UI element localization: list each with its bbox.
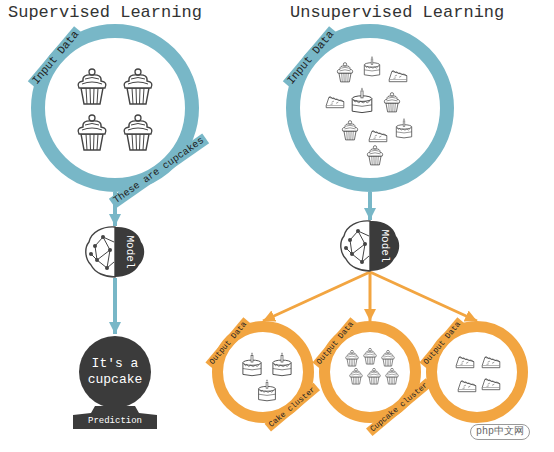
brain-shape <box>338 220 402 272</box>
cake-icon <box>352 87 372 112</box>
brain-shape <box>83 226 147 278</box>
watermark: php中文网 <box>470 424 530 440</box>
model-icon: Model <box>83 226 147 278</box>
cupcake-icon <box>337 63 352 82</box>
model-icon: Model <box>338 220 402 272</box>
cake-icon <box>396 118 411 138</box>
network-dot <box>95 258 99 262</box>
ring-label: Input Data <box>28 26 84 90</box>
section-title: Supervised Learning <box>8 3 202 23</box>
flow-arrow <box>263 272 370 321</box>
pie-icon <box>482 379 500 390</box>
cake-icon <box>243 352 261 375</box>
cluster-label: Cupcake cluster <box>366 378 432 435</box>
ball-base <box>73 406 157 429</box>
network-dot <box>363 242 367 246</box>
ring-label: Output Data <box>419 317 464 368</box>
network-dot <box>89 252 93 256</box>
crystal-ball <box>79 336 151 408</box>
input-ring: Input DataThese are cupcakes <box>31 24 199 192</box>
cupcake-cluster-icons <box>346 348 399 384</box>
cake-icon <box>273 352 291 375</box>
prediction-base-label: Prediction <box>88 416 142 427</box>
ring-caption: These are cupcakes <box>109 133 209 208</box>
flow-arrow <box>368 192 372 220</box>
network-lines <box>346 231 369 262</box>
brain-half <box>341 221 370 271</box>
mixed-desserts <box>326 56 411 165</box>
network-dot <box>350 252 354 256</box>
prediction-text: It's a cupcake <box>84 356 146 387</box>
pie-icon <box>456 357 474 368</box>
flow-arrow <box>113 278 117 334</box>
cupcake-icon <box>367 146 382 165</box>
brain-half <box>86 227 115 277</box>
pie-icon <box>458 381 476 392</box>
network-dot <box>356 229 360 233</box>
cupcake-icon <box>350 368 363 384</box>
cupcake-icon <box>364 348 377 364</box>
network-dot <box>101 235 105 239</box>
section-title: Unsupervised Learning <box>290 3 504 23</box>
model-half <box>115 227 144 277</box>
pie-icon <box>482 357 500 368</box>
network-dot <box>344 246 348 250</box>
cupcake-icon <box>124 115 152 150</box>
cake-icon <box>259 379 276 401</box>
flow-arrow <box>369 272 372 321</box>
ring-label: Output Data <box>312 317 357 368</box>
pie-group <box>456 357 500 392</box>
cupcake-group <box>78 69 152 150</box>
prediction-ball: It's a cupcakePrediction <box>65 334 165 430</box>
cupcake-icon <box>382 350 395 366</box>
cupcake-icon <box>124 69 152 104</box>
network-dot <box>93 244 97 248</box>
output-ring: Output DataCupcake cluster <box>319 321 421 423</box>
cupcake-icon <box>368 368 381 384</box>
ring-label: Output Data <box>205 317 250 368</box>
cake-icon <box>364 56 379 76</box>
network-lines <box>91 237 114 268</box>
pie-icon <box>369 131 387 142</box>
cupcake-icon <box>342 121 357 140</box>
model-label: Model <box>377 229 390 262</box>
cake-group <box>243 352 291 401</box>
cupcake-icon <box>384 93 399 112</box>
flow-arrow <box>370 272 477 321</box>
cupcake-icon <box>78 115 106 150</box>
cupcake-icon <box>386 368 399 384</box>
cluster-label: Cake cluster <box>265 383 320 431</box>
output-ring: Output Data <box>426 321 528 423</box>
output-ring: Output DataCake cluster <box>212 321 314 423</box>
input-ring: Input Data <box>286 24 454 192</box>
model-label: Model <box>122 235 135 268</box>
model-half <box>370 221 399 271</box>
network-dot <box>348 238 352 242</box>
pie-icon <box>389 71 407 82</box>
network-dot <box>360 260 364 264</box>
pie-icon <box>326 97 344 108</box>
cupcake-icon <box>78 69 106 104</box>
cupcake-icon <box>346 350 359 366</box>
ring-label: Input Data <box>283 26 339 90</box>
network-dot <box>105 266 109 270</box>
network-dot <box>108 248 112 252</box>
